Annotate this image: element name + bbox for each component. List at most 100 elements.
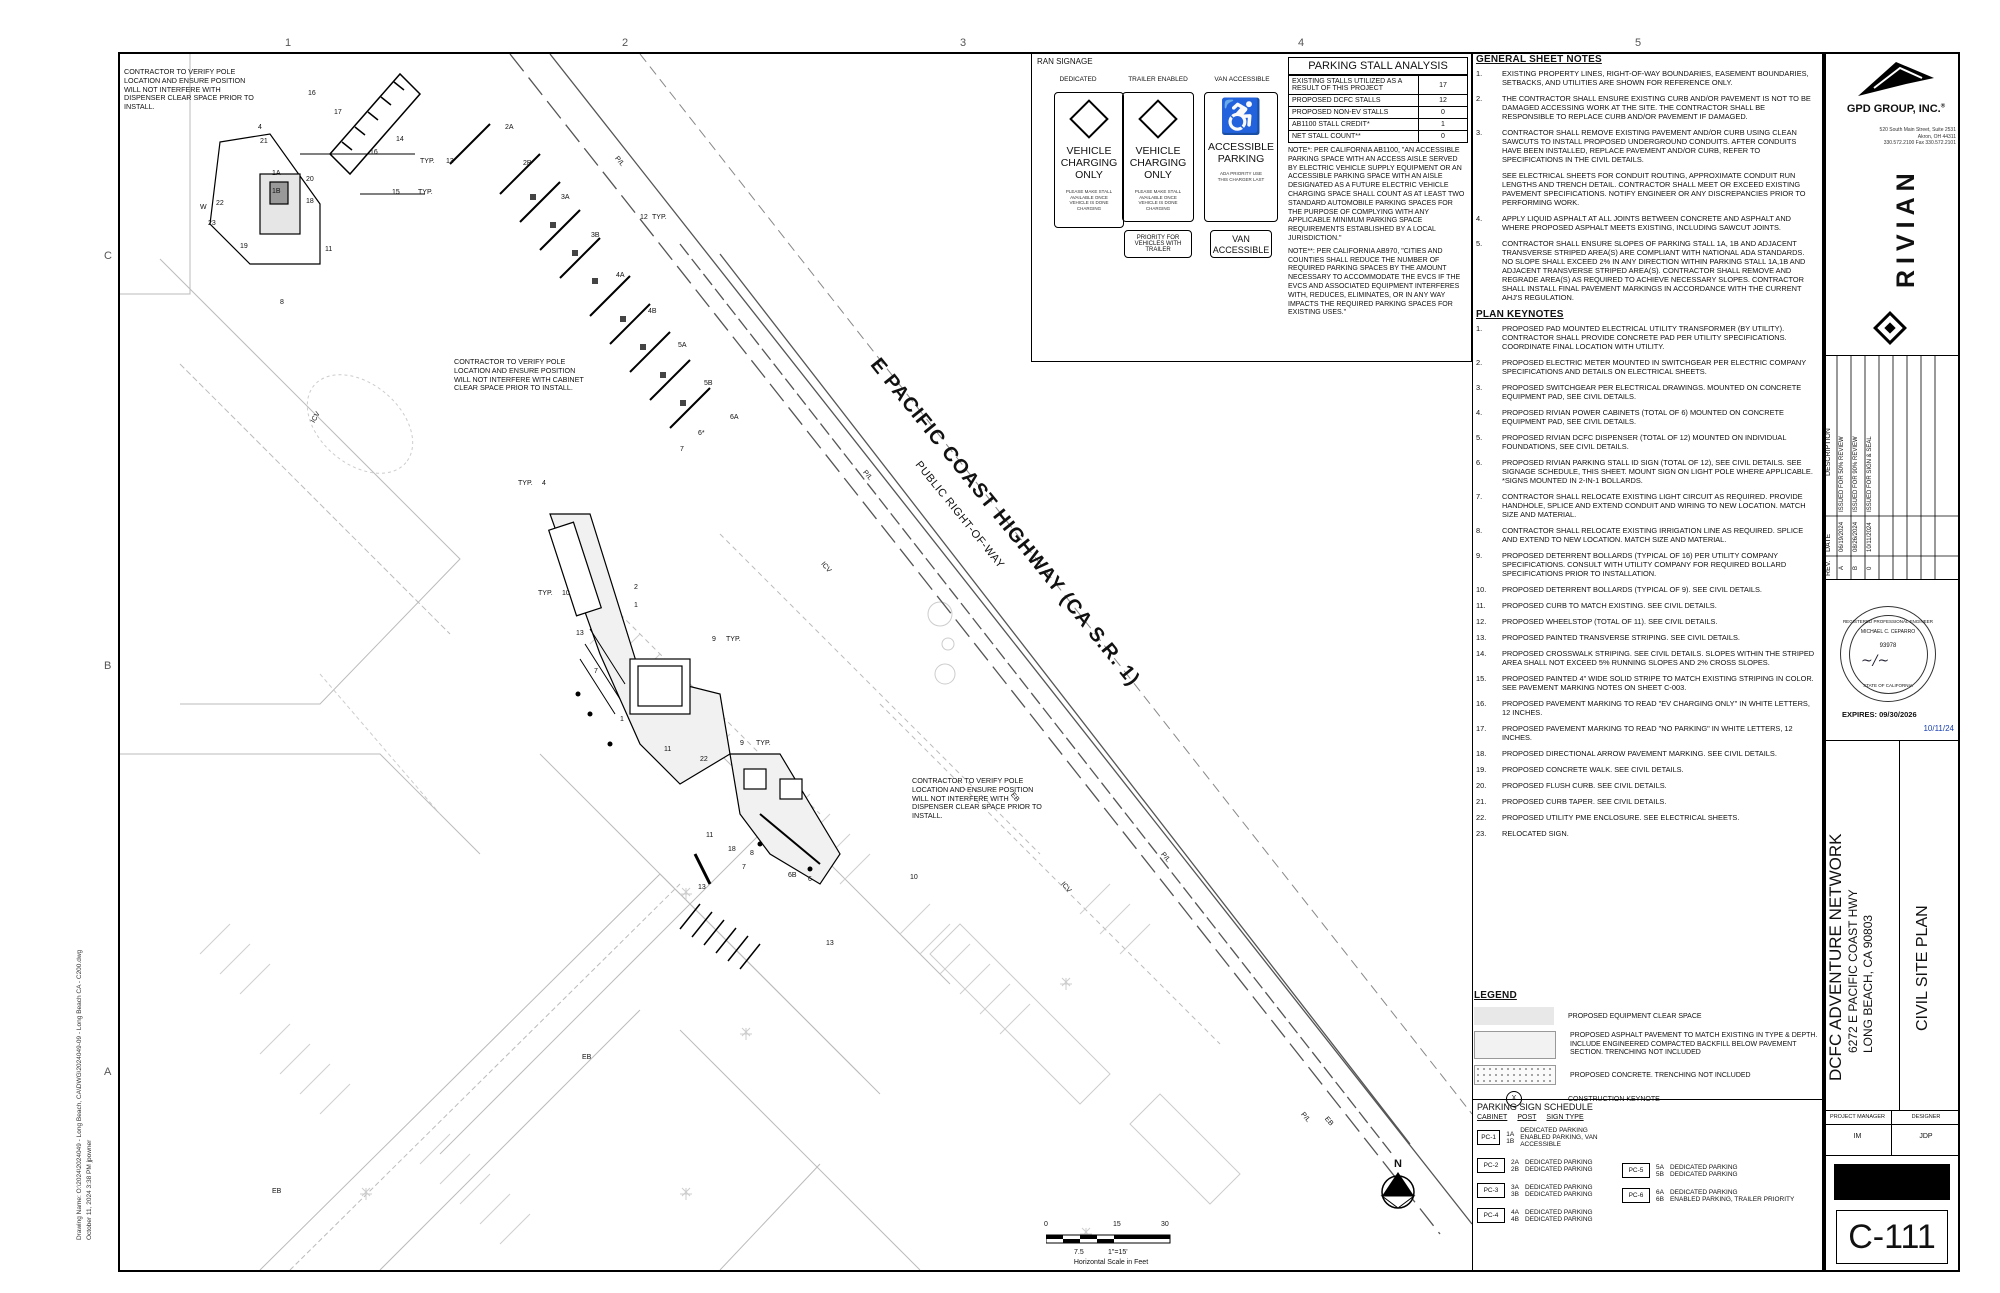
eb-label-3: EB [582,1054,592,1061]
legend-item: PROPOSED ASPHALT PAVEMENT TO MATCH EXIST… [1474,1031,1824,1059]
list-item: 18.PROPOSED DIRECTIONAL ARROW PAVEMENT M… [1476,749,1777,758]
table-row: NET STALL COUNT**0 [1288,130,1468,143]
sheet-border [118,52,1824,1272]
scale-bar-graphic [1045,1234,1171,1244]
keynote-16[interactable]: 16 [308,90,316,97]
list-item: 1.EXISTING PROPERTY LINES, RIGHT-OF-WAY … [1476,69,1809,87]
stall-2a: 2A [505,124,514,131]
sign-trailer-text: VEHICLE CHARGING ONLY [1129,145,1187,181]
project-manager: IM [1824,1125,1892,1155]
keynote-7[interactable]: 7 [680,446,684,453]
stall-row-label: NET STALL COUNT** [1288,130,1419,143]
keynote-12[interactable]: 12 [640,214,648,221]
revision-grid [1824,356,1960,579]
keynote-14[interactable]: 14 [396,136,404,143]
keynote-7-center[interactable]: 7 [594,668,598,675]
list-item: 6.PROPOSED RIVIAN PARKING STALL ID SIGN … [1476,458,1813,485]
seal-top-text: REGISTERED PROFESSIONAL ENGINEER [1842,619,1934,624]
keynote-19[interactable]: 19 [240,243,248,250]
keynote-8-lower[interactable]: 8 [750,850,754,857]
keynote-13[interactable]: 13 [446,158,454,165]
callout-pole-dispenser-2: CONTRACTOR TO VERIFY POLE LOCATION AND E… [912,776,1042,821]
project-address-2: LONG BEACH, CA 90803 [1861,914,1875,1053]
keynote-9-lower[interactable]: 9 [740,740,744,747]
ran-signage-title: RAN SIGNAGE [1037,57,1093,66]
sign-trailer-fine: PLEASE MAKE STALL AVAILABLE ONCE VEHICLE… [1134,189,1182,211]
keynote-6[interactable]: 6 [808,876,812,883]
list-item: SEE ELECTRICAL SHEETS FOR CONDUIT ROUTIN… [1502,171,1806,207]
list-item: 5.PROPOSED RIVIAN DCFC DISPENSER (TOTAL … [1476,433,1787,451]
w-label: W [200,204,207,211]
grid-col-5: 5 [1635,37,1642,49]
stall-row-value: 17 [1418,75,1468,95]
list-item: 3.PROPOSED SWITCHGEAR PER ELECTRICAL DRA… [1476,383,1802,401]
site-plan[interactable]: CONTRACTOR TO VERIFY POLE LOCATION AND E… [120,54,1472,1270]
list-item: 15.PROPOSED PAINTED 4" WIDE SOLID STRIPE… [1476,674,1814,692]
seal-number: 93978 [1879,643,1897,649]
wheelchair-icon: ♿ [1219,98,1263,136]
keynote-15[interactable]: 15 [392,189,400,196]
stall-6b: 6B [788,872,797,879]
keynote-2[interactable]: 2 [634,584,638,591]
sign-van-fine: ADA PRIORITY USE THIS CHARGER LAST [1217,171,1265,182]
stall-row-value: 0 [1418,106,1468,119]
keynote-23[interactable]: 23 [208,220,216,227]
keynote-8[interactable]: 8 [280,299,284,306]
sign-header-van: VAN ACCESSIBLE [1214,76,1270,83]
seal-engineer-name: MICHAEL C. CEPARRO [1860,629,1916,635]
keynote-18-lower[interactable]: 18 [728,846,736,853]
pm-designer-block: PROJECT MANAGER DESIGNER IM JDP [1824,1110,1960,1156]
stall-analysis: PARKING STALL ANALYSIS EXISTING STALLS U… [1288,57,1468,318]
keynote-13-lower-2[interactable]: 13 [826,940,834,947]
keynote-22-lower[interactable]: 22 [700,756,708,763]
typ-label: TYP. [418,189,433,196]
keynote-21[interactable]: 21 [260,138,268,145]
keynote-18[interactable]: 18 [306,198,314,205]
grid-row-a: A [104,1066,112,1078]
list-item: 3.CONTRACTOR SHALL REMOVE EXISTING PAVEM… [1476,128,1797,164]
callout-pole-dispenser-1: CONTRACTOR TO VERIFY POLE LOCATION AND E… [124,67,254,112]
scale-tick-30: 30 [1161,1221,1169,1228]
plan-keynotes-title: PLAN KEYNOTES [1476,309,1564,320]
keynote-9[interactable]: 9 [712,636,716,643]
typ-4: TYP. [518,480,533,487]
signature: ~/~ [1861,653,1890,669]
keynote-16b[interactable]: 16 [370,149,378,156]
rivian-wordmark: RIVIAN [1892,167,1920,288]
stall-2b: 2B [523,160,532,167]
grid-col-1: 1 [285,37,292,49]
stall-row-value: 1 [1418,118,1468,131]
title-block [1824,52,1960,1272]
keynote-13-lower[interactable]: 13 [698,884,706,891]
seal-expires: EXPIRES: 09/30/2026 [1842,710,1917,719]
keynote-4[interactable]: 4 [258,124,262,131]
stall-row-label: PROPOSED DCFC STALLS [1288,94,1419,107]
keynote-22[interactable]: 22 [216,200,224,207]
keynote-7-lower[interactable]: 7 [742,864,746,871]
list-item: 21.PROPOSED CURB TAPER. SEE CIVIL DETAIL… [1476,797,1667,806]
keynote-4-center[interactable]: 4 [542,480,546,487]
engineer-seal: REGISTERED PROFESSIONAL ENGINEER MICHAEL… [1840,606,1936,702]
list-item: 7.CONTRACTOR SHALL RELOCATE EXISTING LIG… [1476,492,1806,519]
rivian-compass-icon [1069,99,1109,139]
keynote-20[interactable]: 20 [306,176,314,183]
keynote-11-lower[interactable]: 11 [706,832,714,839]
revision-block: REV. DATE DESCRIPTION A 06/19/2024 ISSUE… [1824,355,1960,580]
list-item: 14.PROPOSED CROSSWALK STRIPING. SEE CIVI… [1476,649,1815,667]
concrete-swatch [1474,1065,1556,1085]
keynote-17[interactable]: 17 [334,109,342,116]
keynote-1[interactable]: 1 [620,716,624,723]
list-item: 9.PROPOSED DETERRENT BOLLARDS (TYPICAL O… [1476,551,1787,578]
keynote-10-lower[interactable]: 10 [910,874,918,881]
sign-schedule: PARKING SIGN SCHEDULE CABINET POST SIGN … [1472,1099,1826,1272]
keynote-10[interactable]: 10 [562,590,570,597]
stall-analysis-title: PARKING STALL ANALYSIS [1288,57,1468,75]
keynote-13-center[interactable]: 13 [576,630,584,637]
keynote-11[interactable]: 11 [325,246,333,253]
north-arrow: N [1378,1158,1418,1215]
keynote-1-top[interactable]: 1 [634,602,638,609]
keynote-11-center[interactable]: 11 [664,746,672,753]
